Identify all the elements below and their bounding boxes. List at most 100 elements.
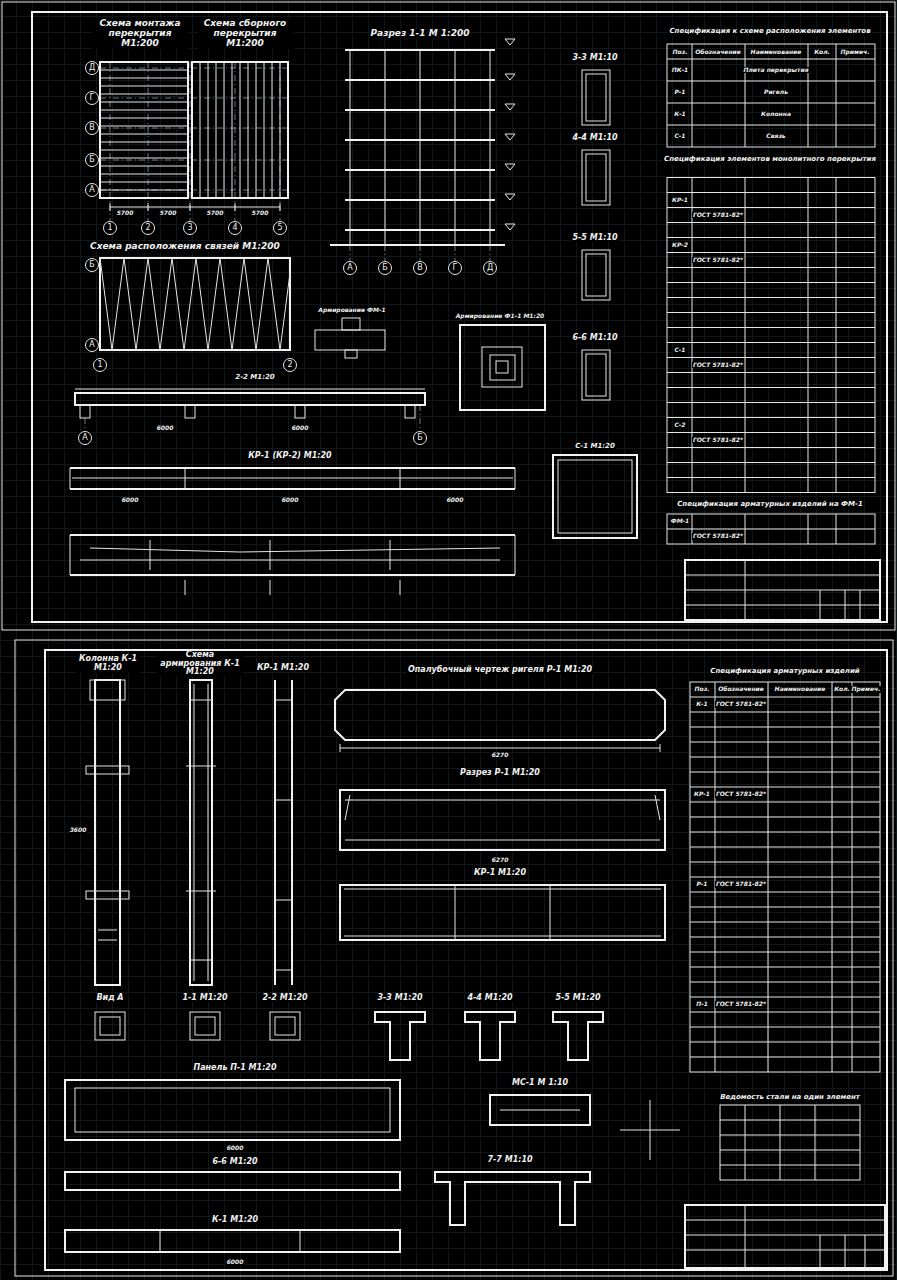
axis-label: 2: [287, 361, 292, 369]
building-section: [330, 39, 515, 245]
axis-marker: В: [413, 261, 427, 275]
section-details: [582, 350, 610, 400]
axis-marker: 2: [283, 358, 297, 372]
drawing-note: ГОСТ 5781-82*: [715, 791, 767, 798]
axis-label: А: [89, 341, 94, 349]
axis-label: А: [347, 264, 352, 272]
title-block: [685, 560, 880, 620]
beam-reinforcement: [70, 535, 515, 595]
axis-lines: [85, 62, 490, 431]
drawing-note: ГОСТ 5781-82*: [692, 257, 744, 264]
drawing-note: С-2: [673, 422, 686, 429]
drawing-note: Поз.: [672, 49, 689, 56]
small-sections: [100, 1017, 120, 1035]
view-title: 4-4 М1:20: [466, 994, 513, 1003]
column-k1: [186, 684, 216, 981]
drawing-note: П-1: [695, 1001, 709, 1008]
drawing-note: Спецификация элементов монолитного перек…: [663, 156, 877, 164]
axis-label: Б: [89, 156, 95, 164]
ms1-and-section: [500, 1110, 580, 1111]
axis-label: 4: [232, 224, 237, 232]
axis-label: А: [89, 186, 94, 194]
small-sections: [465, 1012, 515, 1060]
beam-elevation: [405, 405, 415, 418]
view-title: Схема расположения связей М1:200: [89, 242, 281, 252]
column-k1: [86, 680, 292, 985]
drawing-note: ГОСТ 5781-82*: [715, 881, 767, 888]
view-title: Вид А: [95, 994, 124, 1003]
small-sections: [375, 1012, 425, 1060]
sheet-frame: [15, 640, 893, 1276]
building-section: [345, 50, 495, 230]
ms1-and-section: [720, 1105, 860, 1180]
panel-p1: [65, 1080, 400, 1252]
section-details: [582, 250, 610, 300]
drawing-note: С-1 М1:20: [574, 443, 616, 451]
axis-marker: А: [343, 261, 357, 275]
small-sections: [190, 1012, 220, 1040]
beam-r1: [335, 690, 665, 740]
small-sections: [270, 1012, 300, 1040]
ms1-and-section: [435, 1095, 860, 1225]
view-title: 5-5 М1:20: [554, 994, 601, 1003]
axis-label: Г: [90, 94, 95, 102]
drawing-note: Армирование Ф1-1 М1:20: [455, 313, 546, 320]
floor-plan: [100, 70, 188, 190]
frame-kr1: [70, 468, 515, 489]
drawing-note: К-1: [695, 701, 709, 708]
beam-r1: [345, 795, 660, 840]
axis-label: 2: [145, 224, 150, 232]
small-sections: [553, 1012, 603, 1060]
axis-label: Г: [453, 264, 458, 272]
drawing-note: Примеч.: [851, 686, 882, 693]
drawing-note: 6000: [226, 1259, 245, 1266]
view-title: Схема армирования К-1 М1:20: [157, 651, 243, 677]
small-sections: [95, 1012, 125, 1040]
panel-p1: [65, 1080, 400, 1140]
beam-reinforcement: [70, 535, 515, 575]
axis-marker: Д: [483, 261, 497, 275]
title-block: [685, 1205, 885, 1268]
drawing-note: Плита перекрытия: [742, 67, 809, 74]
axis-lines: [100, 68, 290, 190]
drawing-note: Спецификация арматурных изделий: [709, 668, 860, 676]
axis-marker: Г: [85, 91, 99, 105]
view-title: 4-4 М1:10: [571, 134, 618, 143]
spec-table-2: [690, 682, 880, 1072]
drawing-note: Ведомость стали на один элемент: [719, 1094, 861, 1102]
view-title: Опалубочный чертеж ригеля Р-1 М1:20: [407, 666, 593, 675]
axis-label: В: [417, 264, 423, 272]
section-details: [586, 354, 606, 396]
view-title: Разрез Р-1 М1:20: [459, 769, 541, 778]
drawing-note: 6000: [291, 425, 310, 432]
drawing-note: 6000: [121, 497, 140, 504]
title-block: [685, 1205, 885, 1268]
view-title: 2-2 М1:20: [261, 994, 308, 1003]
floor-plan: [100, 62, 288, 211]
drawing-note: Кол.: [833, 686, 851, 693]
beam-r1: [340, 790, 665, 850]
drawing-note: С-1: [673, 347, 686, 354]
column-k1: [275, 680, 292, 985]
view-title: 7-7 М1:10: [486, 1156, 533, 1165]
drawing-note: 6000: [446, 497, 465, 504]
drawing-note: 6000: [226, 1145, 245, 1152]
drawing-note: ПК-1: [671, 67, 690, 74]
small-sections: [195, 1017, 215, 1035]
drawing-note: Ригель: [763, 89, 789, 96]
drawing-note: ГОСТ 5781-82*: [692, 437, 744, 444]
spec-tables: [667, 514, 875, 544]
axis-marker: Б: [413, 431, 427, 445]
title-block: [685, 560, 885, 1268]
drawing-note: 5700: [159, 210, 178, 217]
drawing-note: Примеч.: [840, 49, 871, 56]
axis-marker: А: [85, 183, 99, 197]
drawing-note: Р-1: [673, 89, 686, 96]
axis-label: 1: [97, 361, 102, 369]
drawing-note: 2-2 М1:20: [234, 374, 275, 382]
column-k1: [86, 891, 129, 899]
drawing-note: 6000: [156, 425, 175, 432]
drawing-note: ГОСТ 5781-82*: [692, 212, 744, 219]
drawing-note: Колонна: [760, 111, 792, 118]
